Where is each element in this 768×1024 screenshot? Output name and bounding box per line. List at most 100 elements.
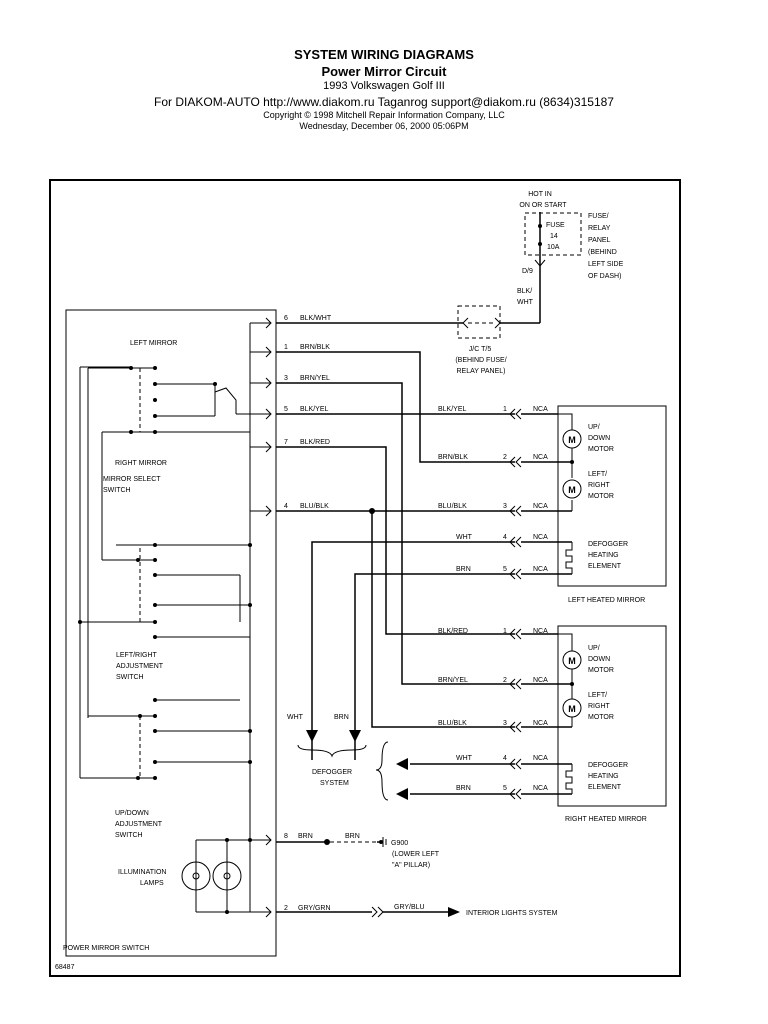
svg-text:MOTOR: MOTOR [588,493,614,500]
motor-icon [562,479,582,499]
svg-text:M: M [568,704,576,714]
motor-icon [562,698,582,718]
right-heated-mirror-label: RIGHT HEATED MIRROR [565,816,647,823]
svg-text:5: 5 [503,566,507,573]
fuse-panel-label: PANEL [588,237,611,244]
svg-text:UP/: UP/ [588,645,600,652]
svg-text:DEFOGGER: DEFOGGER [588,541,628,548]
ground-label: G900 [391,840,408,847]
svg-text:BLU/BLK: BLU/BLK [300,503,329,510]
svg-text:LEFT/: LEFT/ [588,692,607,699]
interior-lights-label: INTERIOR LIGHTS SYSTEM [466,910,558,917]
svg-text:4: 4 [503,755,507,762]
diagram-frame [49,179,681,977]
lr-adjust-label: SWITCH [116,674,144,681]
connector-d9-label: D/9 [522,268,533,275]
svg-text:DOWN: DOWN [588,435,610,442]
svg-text:M: M [568,485,576,495]
mirror-select-label: SWITCH [103,487,131,494]
figure-number: 68487 [55,964,75,971]
svg-text:BLU/BLK: BLU/BLK [438,503,467,510]
svg-text:MOTOR: MOTOR [588,446,614,453]
svg-text:BLK/WHT: BLK/WHT [300,315,332,322]
junction-label: (BEHIND FUSE/ [455,357,506,364]
ground-wire-label: BRN [345,833,360,840]
svg-text:NCA: NCA [533,406,548,413]
hot-in-label: HOT IN [528,191,552,198]
source-line: For DIAKOM-AUTO http://www.diakom.ru Tag… [154,95,614,109]
left-mirror-label: LEFT MIRROR [130,340,177,347]
fuse-panel-box [524,212,582,256]
svg-text:4: 4 [284,503,288,510]
illumination-label: LAMPS [140,880,164,887]
fuse-panel-label: (BEHIND [588,249,617,256]
right-mirror-label: RIGHT MIRROR [115,460,167,467]
junction-label: J/C T/5 [469,346,492,353]
svg-text:3: 3 [284,375,288,382]
fuse-number: 14 [550,233,558,240]
svg-text:NCA: NCA [533,628,548,635]
connector-symbol [462,317,469,329]
copyright-line: Copyright © 1998 Mitchell Repair Informa… [263,110,505,120]
svg-text:NCA: NCA [533,785,548,792]
svg-text:5: 5 [503,785,507,792]
svg-text:M: M [568,656,576,666]
svg-text:NCA: NCA [533,566,548,573]
svg-text:BLK/RED: BLK/RED [438,628,468,635]
svg-text:1: 1 [503,628,507,635]
svg-text:MOTOR: MOTOR [588,714,614,721]
switch-pin-2: 2 GRY/GRN GRY/BLU [250,904,460,918]
svg-text:7: 7 [284,439,288,446]
left-heated-mirror-label: LEFT HEATED MIRROR [568,597,645,604]
svg-text:2: 2 [284,905,288,912]
date-line: Wednesday, December 06, 2000 05:06PM [299,121,469,131]
svg-text:BLK/YEL: BLK/YEL [438,406,467,413]
svg-text:BRN: BRN [456,785,471,792]
left-heated-mirror-connector: BLK/YEL 1 NCA BRN/BLK 2 NCA BLU/BLK 3 NC… [311,405,667,760]
svg-text:1: 1 [284,344,288,351]
fuse-panel-label: OF DASH) [588,273,621,280]
switch-pin-6: 6 BLK/WHT [250,315,463,329]
svg-text:DOWN: DOWN [588,656,610,663]
svg-text:UP/: UP/ [588,424,600,431]
fuse-terminal [538,224,542,228]
fuse-terminal [538,242,542,246]
svg-text:ELEMENT: ELEMENT [588,784,622,791]
svg-text:4: 4 [503,534,507,541]
svg-text:3: 3 [503,720,507,727]
svg-text:WHT: WHT [287,714,304,721]
svg-text:SYSTEM: SYSTEM [320,780,349,787]
heater-icon [565,542,573,574]
svg-text:M: M [568,435,576,445]
wire-label: WHT [517,299,534,306]
svg-text:BRN/BLK: BRN/BLK [438,454,468,461]
svg-text:BLU/BLK: BLU/BLK [438,720,467,727]
ud-adjust-switch [79,366,252,780]
svg-text:5: 5 [284,406,288,413]
switch-pin-5: 5 BLK/YEL [236,406,515,420]
diagram-title: SYSTEM WIRING DIAGRAMS [294,47,474,62]
svg-text:2: 2 [503,454,507,461]
svg-text:BRN/BLK: BRN/BLK [300,344,330,351]
on-or-start-label: ON OR START [519,202,567,209]
svg-text:BRN/YEL: BRN/YEL [300,375,330,382]
svg-text:DEFOGGER: DEFOGGER [588,762,628,769]
ud-adjust-label: SWITCH [115,832,143,839]
svg-text:8: 8 [284,833,288,840]
defogger-system: WHT BRN DEFOGGER SYSTEM [287,714,389,801]
svg-text:ELEMENT: ELEMENT [588,563,622,570]
switch-pin-4: 4 BLU/BLK [250,503,515,728]
svg-text:WHT: WHT [456,534,473,541]
svg-text:1: 1 [503,406,507,413]
svg-text:MOTOR: MOTOR [588,667,614,674]
svg-text:HEATING: HEATING [588,552,619,559]
motor-icon [562,429,582,449]
lr-adjust-label: ADJUSTMENT [116,663,164,670]
ud-adjust-label: UP/DOWN [115,810,149,817]
wire-label: BLK/ [517,288,532,295]
power-mirror-switch-label: POWER MIRROR SWITCH [63,945,149,952]
vehicle-line: 1993 Volkswagen Golf III [323,80,445,92]
svg-text:NCA: NCA [533,534,548,541]
gry-blu-label: GRY/BLU [394,904,425,911]
svg-text:BRN: BRN [298,833,313,840]
